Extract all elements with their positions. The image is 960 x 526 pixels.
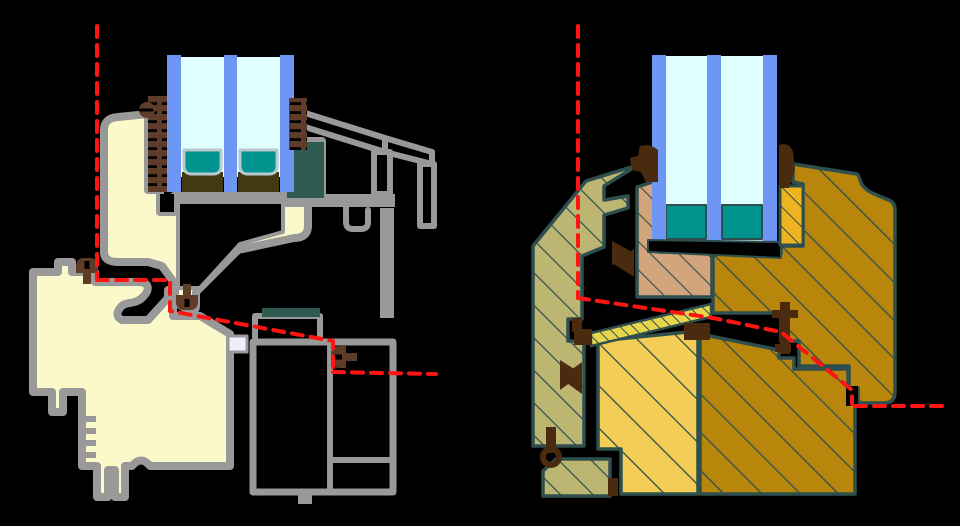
cap-hook — [343, 204, 371, 232]
rib — [84, 440, 96, 446]
glazing-gasket-right — [289, 98, 307, 150]
rib — [84, 428, 96, 434]
glass-pane — [707, 55, 721, 247]
spacer-bar — [721, 204, 763, 240]
notch-seal — [572, 318, 582, 332]
drainage-part — [226, 334, 249, 354]
sill-foot — [298, 492, 312, 504]
t-gasket-arm — [772, 310, 798, 318]
spacer-bar — [665, 204, 707, 240]
wood-outer-block — [541, 457, 612, 498]
pvc-frame-ribs — [84, 416, 96, 458]
glass-pane — [652, 55, 666, 247]
seal-wedge — [612, 241, 634, 265]
wood-gaskets — [560, 144, 798, 394]
glass-pane — [763, 55, 777, 247]
edge-sealant — [182, 172, 223, 192]
fixing-pin — [546, 427, 556, 453]
glass-gasket — [630, 155, 641, 172]
drainage-line-left — [95, 24, 438, 376]
pvc-profile-section — [29, 24, 438, 504]
sill-upstand — [380, 208, 394, 318]
edge-sealant — [238, 172, 279, 192]
edge-sealant — [647, 239, 782, 259]
alu-cap-assembly — [283, 105, 437, 232]
seal-wedge — [612, 249, 634, 277]
fixing-pin-head — [540, 446, 562, 468]
glazing-gasket-left — [148, 96, 167, 192]
pvc-frame-profile — [29, 258, 234, 501]
frame-seal-strip — [262, 308, 320, 317]
t-gasket-foot — [775, 344, 791, 352]
rib — [84, 452, 96, 458]
glazing-bead — [778, 184, 805, 247]
seal-block — [608, 478, 618, 496]
spacer-bar — [238, 148, 279, 176]
seal-wedge — [560, 362, 582, 394]
strip-end-block — [574, 329, 592, 345]
rib — [84, 416, 96, 422]
glazing-unit-right — [647, 55, 782, 259]
glazing-unit-left — [167, 55, 294, 192]
t-gasket — [780, 302, 790, 354]
glass-pane — [167, 55, 181, 192]
spacer-bar — [182, 148, 223, 176]
pvc-sill-assembly — [249, 208, 397, 504]
wood-profile-section — [531, 24, 944, 498]
pvc-sash-notch — [160, 194, 174, 212]
strip-end-block — [684, 323, 710, 340]
glass-pane — [224, 55, 237, 192]
glass-pane — [280, 55, 294, 192]
cap-column — [371, 149, 393, 197]
cap-outer-column — [417, 161, 437, 229]
sill-main-box — [249, 338, 397, 496]
glass-gasket — [779, 144, 795, 188]
wood-sash — [711, 162, 897, 405]
glass-gasket — [638, 145, 658, 182]
drainage-line-right — [576, 24, 944, 408]
